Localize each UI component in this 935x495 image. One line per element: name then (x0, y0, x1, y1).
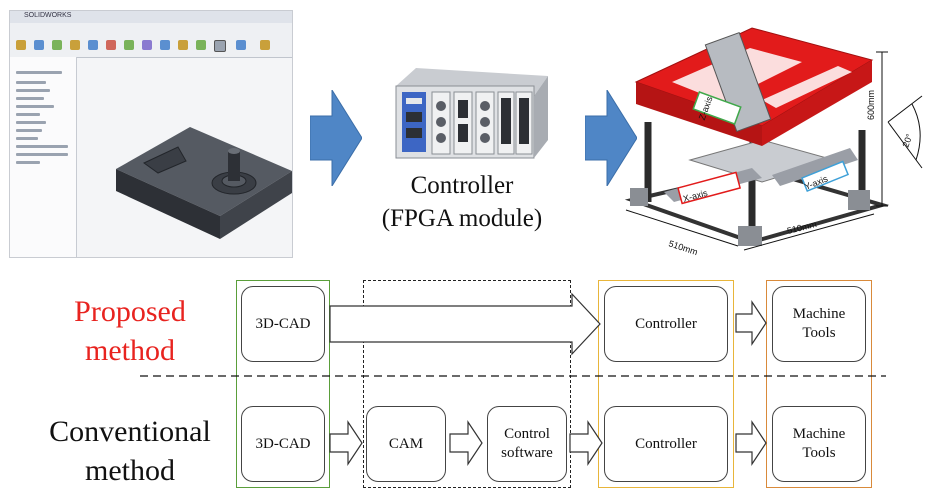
cad-software-screenshot: SOLIDWORKS (9, 10, 293, 258)
proposed-arrow-to-machine (735, 300, 767, 346)
controller-caption-line1: Controller (410, 172, 514, 199)
proposed-label-line2: method (85, 334, 175, 367)
control-software-line1: Control (504, 426, 550, 443)
proposed-machine-line1: Machine (792, 306, 846, 323)
width-dimension-right: 510mm (786, 219, 818, 236)
proposed-method-label: Proposed method (44, 292, 216, 370)
flow-arrow-1 (310, 90, 362, 186)
angle-dimension: 20° (900, 132, 914, 149)
proposed-3dcad-text: 3D-CAD (255, 315, 311, 332)
conventional-method-label: Conventional method (24, 412, 236, 490)
cad-toolbar (10, 23, 292, 58)
height-dimension: 600mm (866, 90, 876, 120)
proposed-label-line1: Proposed (74, 295, 186, 328)
arrow-controller-to-machine (735, 420, 767, 466)
proposed-controller-box: Controller (604, 286, 728, 362)
method-divider (140, 375, 886, 377)
conventional-machine-line1: Machine (792, 426, 846, 443)
conventional-machine-box: Machine Tools (772, 406, 866, 482)
conventional-cam-text: CAM (388, 435, 424, 452)
cad-app-title: SOLIDWORKS (24, 12, 72, 19)
controller-group-outline (598, 280, 734, 488)
flow-arrow-2 (585, 90, 637, 186)
proposed-machine-box: Machine Tools (772, 286, 866, 362)
proposed-controller-text: Controller (635, 315, 697, 332)
cad-feature-tree (10, 57, 77, 257)
controller-caption-line2: (FPGA module) (381, 204, 543, 232)
arrow-control-to-controller (569, 420, 603, 466)
cad-group-outline (236, 280, 330, 488)
fpga-controller-image (395, 68, 548, 159)
conventional-cam-box: CAM (366, 406, 446, 482)
arrow-cad-to-cam (329, 420, 363, 466)
conventional-control-software-box: Control software (487, 406, 567, 482)
proposed-long-arrow (329, 292, 601, 356)
cad-part-model (116, 127, 292, 239)
proposed-machine-line2: Tools (802, 325, 836, 341)
conventional-label-line1: Conventional (49, 415, 211, 448)
proposed-3dcad-box: 3D-CAD (241, 286, 325, 362)
conventional-controller-text: Controller (635, 435, 697, 452)
control-software-line2: software (501, 445, 553, 461)
cam-group-outline (363, 280, 571, 488)
conventional-3dcad-text: 3D-CAD (255, 435, 311, 452)
conventional-machine-line2: Tools (802, 445, 836, 461)
machine-tool-image: X-axis Y-axis Z-axis 600mm 20° 510mm 510… (624, 27, 923, 257)
width-dimension-left: 510mm (667, 238, 699, 257)
controller-caption: Controller (FPGA module) (362, 170, 562, 235)
machine-group-outline (766, 280, 872, 488)
conventional-controller-box: Controller (604, 406, 728, 482)
arrow-cam-to-control (449, 420, 483, 466)
conventional-3dcad-box: 3D-CAD (241, 406, 325, 482)
conventional-label-line2: method (85, 454, 175, 487)
